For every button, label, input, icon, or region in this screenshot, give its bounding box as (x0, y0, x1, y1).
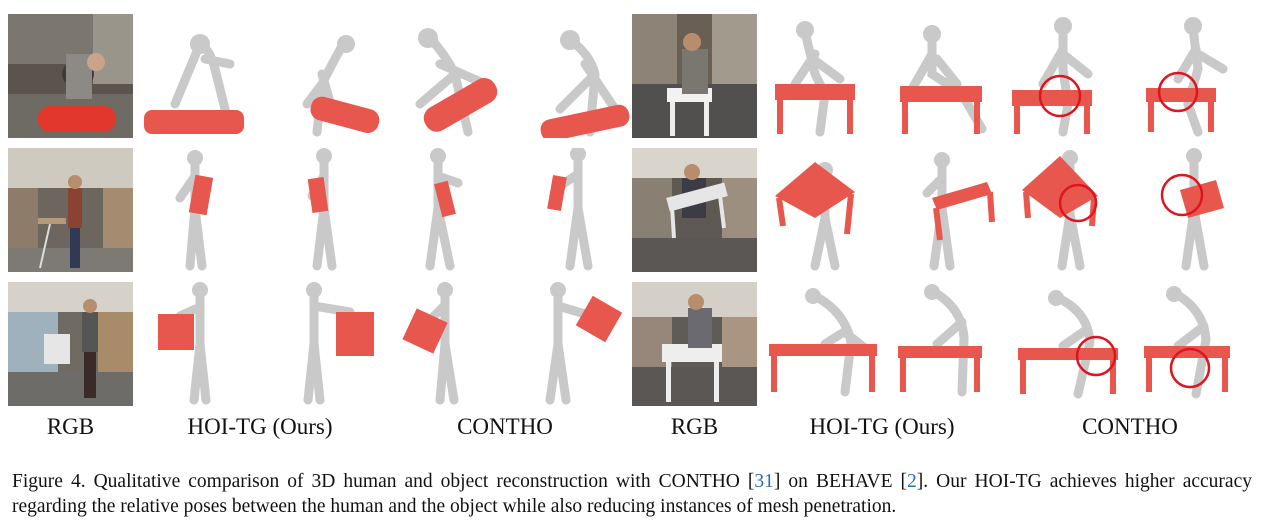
contho-render-r2-a (390, 148, 508, 272)
col-label-contho-left: CONTHO (457, 414, 553, 439)
penetration-highlight-circle (1169, 347, 1211, 389)
col-label-rgb-left: RGB (46, 414, 95, 439)
figure-caption: Figure 4. Qualitative comparison of 3D h… (12, 469, 1252, 519)
ours-render-r1-c (765, 14, 883, 138)
penetration-highlight-circle (1075, 335, 1117, 377)
contho-render-r3-a (390, 282, 508, 406)
rgb-photo-row1-left (8, 14, 133, 138)
rgb-photo-row2-right (632, 148, 757, 272)
ours-render-r3-a (140, 282, 258, 406)
ours-render-r1-b (262, 14, 380, 138)
rgb-photo-row3-right (632, 282, 757, 406)
citation-link-31[interactable]: 31 (754, 471, 774, 492)
penetration-highlight-circle (1160, 173, 1204, 217)
ours-render-r2-d (892, 148, 1010, 272)
citation-link-2[interactable]: 2 (907, 471, 917, 492)
ours-render-r3-d (892, 282, 1010, 406)
contho-render-r1-b (520, 14, 638, 138)
penetration-highlight-circle (1038, 74, 1082, 118)
ours-render-r2-b (262, 148, 380, 272)
contho-render-r2-b (520, 148, 638, 272)
caption-text-3: ]. Our HOI-TG achieves higher accuracy r… (12, 471, 1252, 517)
ours-render-r3-b (262, 282, 380, 406)
penetration-highlight-circle (1157, 71, 1199, 113)
contho-render-r1-c (1008, 14, 1126, 138)
col-label-contho-right: CONTHO (1082, 414, 1178, 439)
rgb-photo-row2-left (8, 148, 133, 272)
penetration-highlight-circle (1058, 183, 1098, 223)
ours-render-r2-a (140, 148, 258, 272)
contho-render-r3-c (1008, 282, 1126, 406)
contho-render-r2-c (1008, 148, 1126, 272)
ours-render-r1-d (892, 14, 1010, 138)
contho-render-r3-d (1138, 282, 1256, 406)
col-label-ours-left: HOI-TG (Ours) (187, 414, 333, 439)
contho-render-r2-d (1138, 148, 1256, 272)
contho-render-r1-d (1138, 14, 1256, 138)
col-label-ours-right: HOI-TG (Ours) (809, 414, 955, 439)
ours-render-r1-a (140, 14, 258, 138)
caption-text-2: ] on BEHAVE [ (773, 471, 908, 492)
ours-render-r2-c (765, 148, 883, 272)
ours-render-r3-c (765, 282, 883, 406)
contho-render-r3-b (520, 282, 638, 406)
col-label-rgb-right: RGB (670, 414, 719, 439)
contho-render-r1-a (390, 14, 508, 138)
rgb-photo-row3-left (8, 282, 133, 406)
caption-text-1: Figure 4. Qualitative comparison of 3D h… (12, 471, 755, 492)
rgb-photo-row1-right (632, 14, 757, 138)
